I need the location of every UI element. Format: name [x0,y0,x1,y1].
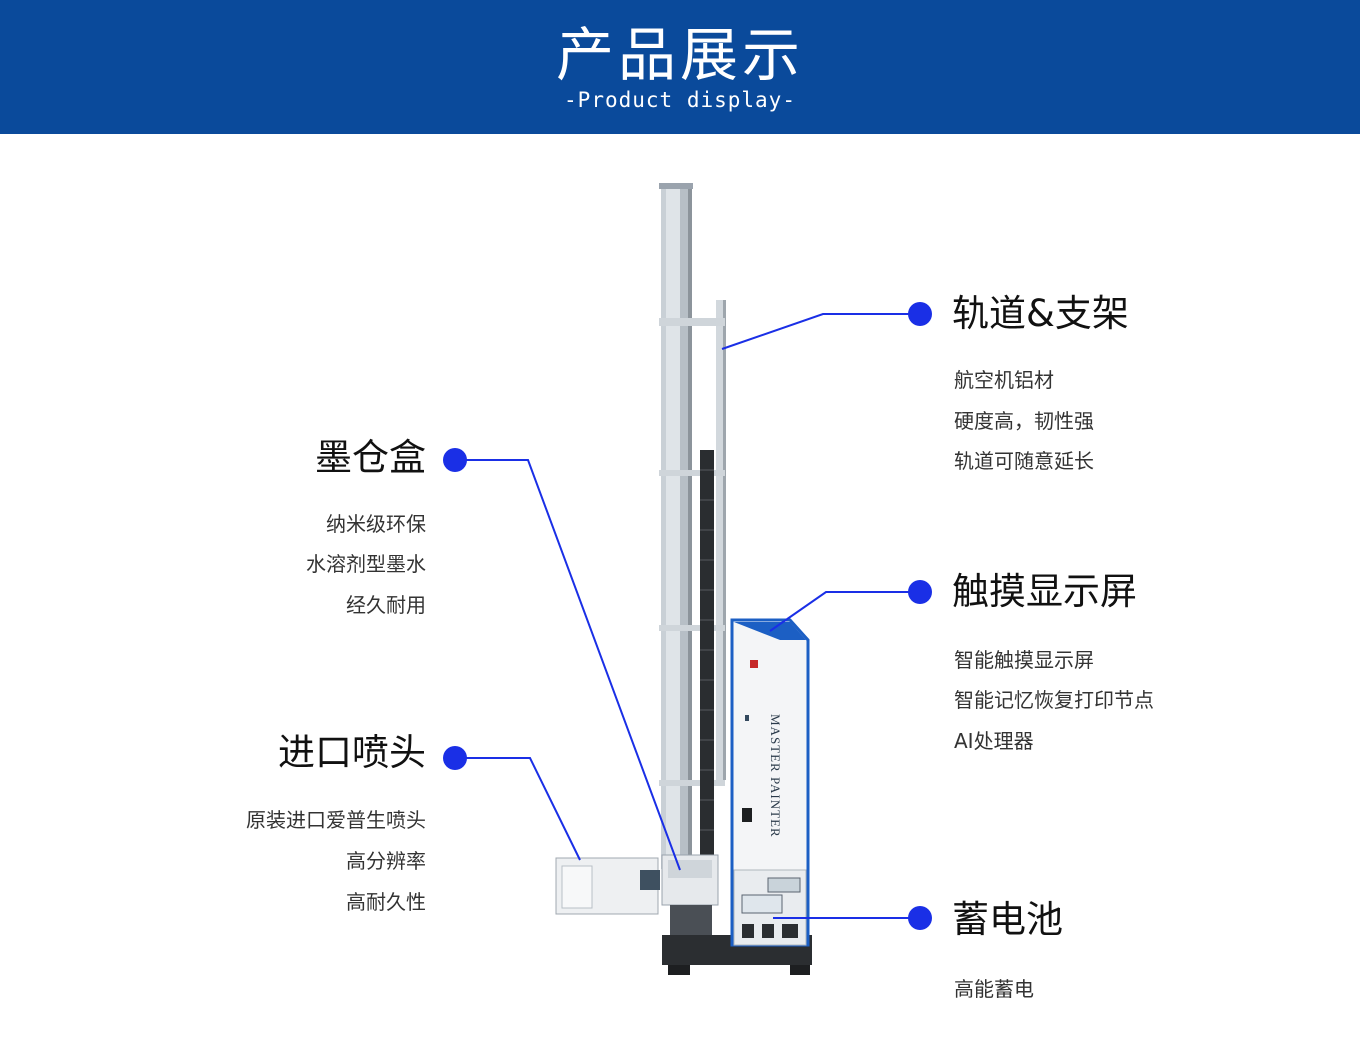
battery-title: 蓄电池 [952,898,1063,941]
touchscreen-item: AI处理器 [954,729,1034,753]
page-subtitle: -Product display- [564,88,796,112]
brand-label: MASTER PAINTER [768,714,783,838]
ink-box-item: 水溶剂型墨水 [306,552,426,576]
ink-box-item: 经久耐用 [346,593,426,617]
nozzle-item: 原装进口爱普生喷头 [246,808,426,832]
nozzle-marker [443,746,467,770]
battery-item: 高能蓄电 [954,977,1034,1001]
touchscreen-marker [908,580,932,604]
header-banner: 产品展示 -Product display- [0,0,1360,134]
touchscreen-title: 触摸显示屏 [952,570,1137,613]
battery-marker [908,906,932,930]
touchscreen-item: 智能记忆恢复打印节点 [954,688,1154,712]
rail-marker [908,302,932,326]
nozzle-item: 高分辨率 [346,849,426,873]
nozzle-title: 进口喷头 [278,731,426,774]
touchscreen-item: 智能触摸显示屏 [954,648,1094,672]
rail-title: 轨道&支架 [952,292,1129,335]
rail-item: 航空机铝材 [954,368,1054,392]
ink-box-marker [443,448,467,472]
ink-box-title: 墨仓盒 [315,436,426,479]
page-title: 产品展示 [555,21,804,89]
rail-item: 硬度高，韧性强 [954,409,1094,433]
rail-item: 轨道可随意延长 [954,449,1094,473]
ink-box-item: 纳米级环保 [326,512,426,536]
nozzle-item: 高耐久性 [346,890,426,914]
